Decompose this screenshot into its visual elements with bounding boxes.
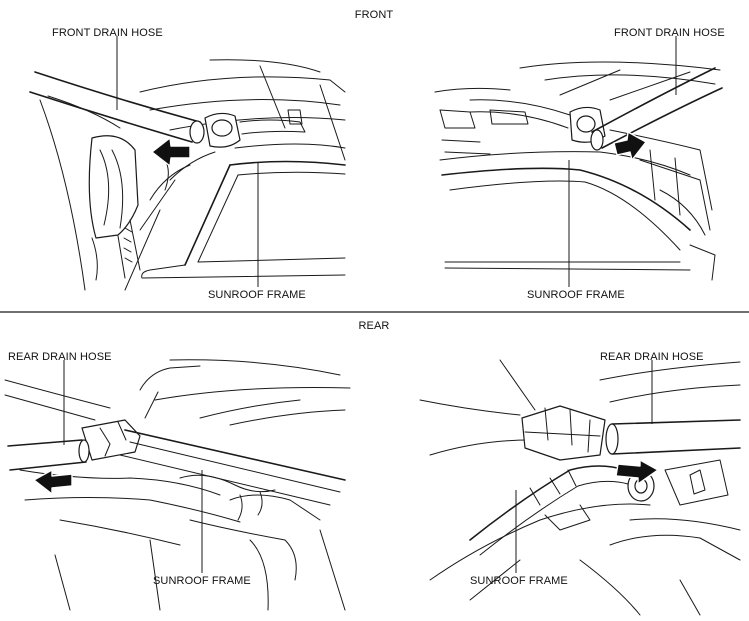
rear-left-drain-hose (7, 439, 90, 471)
front-left-drain-hose (29, 71, 205, 144)
front-right-hose-label: FRONT DRAIN HOSE (614, 27, 725, 39)
panel-front-right: FRONT DRAIN HOSE SUNROOF FRAME (434, 27, 725, 301)
rear-right-hose-label: REAR DRAIN HOSE (600, 351, 704, 363)
rear-right-direction-arrow (615, 459, 659, 485)
rear-right-drain-hose (605, 419, 741, 455)
panel-front-left: FRONT DRAIN HOSE SUNROOF FRAME (29, 27, 346, 301)
front-right-illustration (434, 61, 721, 281)
panel-rear-left: REAR DRAIN HOSE SUNROOF FRAME (4, 351, 351, 611)
front-right-drain-hose (590, 67, 723, 151)
panel-rear-right: REAR DRAIN HOSE SUNROOF FRAME (419, 351, 741, 616)
rear-section-heading: REAR (359, 320, 390, 332)
front-right-frame-label: SUNROOF FRAME (527, 289, 625, 301)
front-left-direction-arrow (151, 137, 191, 167)
front-left-illustration (39, 59, 346, 291)
rear-right-frame-label: SUNROOF FRAME (470, 575, 568, 587)
front-section-heading: FRONT (355, 9, 394, 21)
front-left-hose-label: FRONT DRAIN HOSE (52, 27, 163, 39)
rear-left-illustration (4, 359, 351, 611)
front-right-direction-arrow (613, 131, 647, 161)
rear-left-hose-label: REAR DRAIN HOSE (8, 351, 112, 363)
rear-left-frame-label: SUNROOF FRAME (153, 575, 251, 587)
front-left-frame-label: SUNROOF FRAME (208, 289, 306, 301)
rear-left-direction-arrow (33, 469, 73, 495)
rear-right-illustration (419, 359, 741, 616)
